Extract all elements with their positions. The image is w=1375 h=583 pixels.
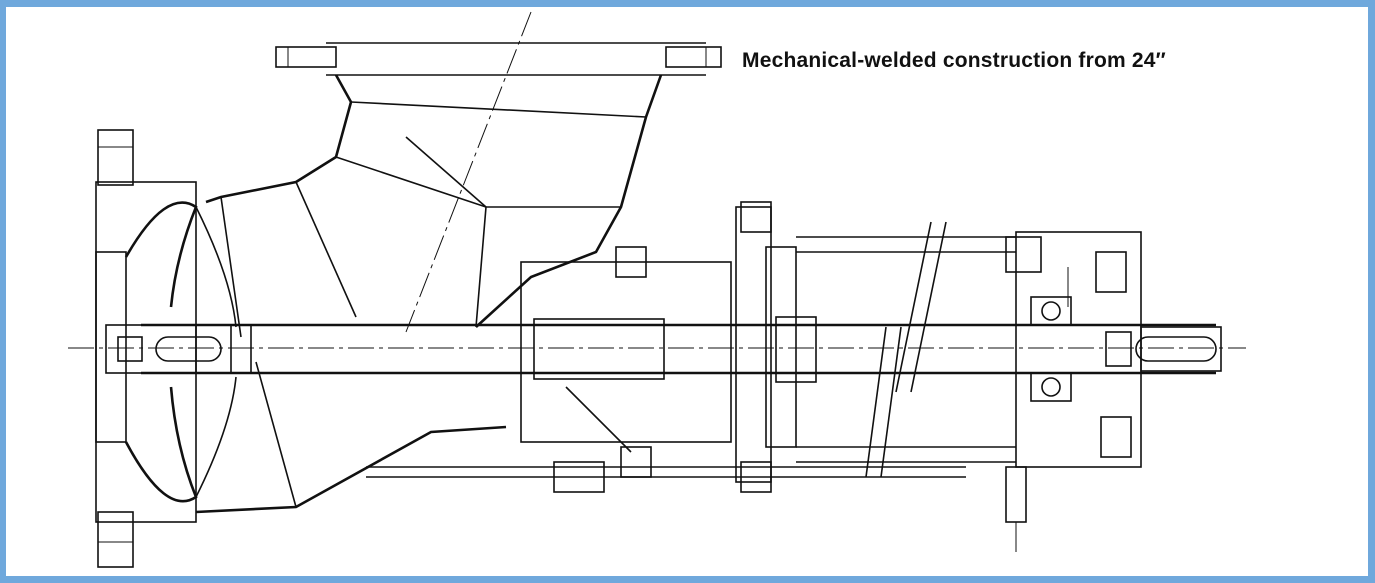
- pump-cross-section-drawing: [68, 11, 1246, 568]
- drawing-panel: [6, 7, 1368, 576]
- outlet-centerline: [405, 11, 532, 333]
- outlet-bend: [205, 74, 663, 338]
- shaft-end: [1105, 326, 1222, 372]
- rear-bearing: [1005, 231, 1142, 552]
- outlet-flange: [275, 42, 722, 76]
- main-shaft: [141, 323, 1217, 375]
- distance-tube: [796, 221, 1016, 478]
- lower-casing: [195, 361, 966, 514]
- bearing-housing: [520, 246, 732, 478]
- drawing-caption: Mechanical-welded construction from 24″: [742, 49, 1166, 72]
- coupling: [735, 201, 817, 493]
